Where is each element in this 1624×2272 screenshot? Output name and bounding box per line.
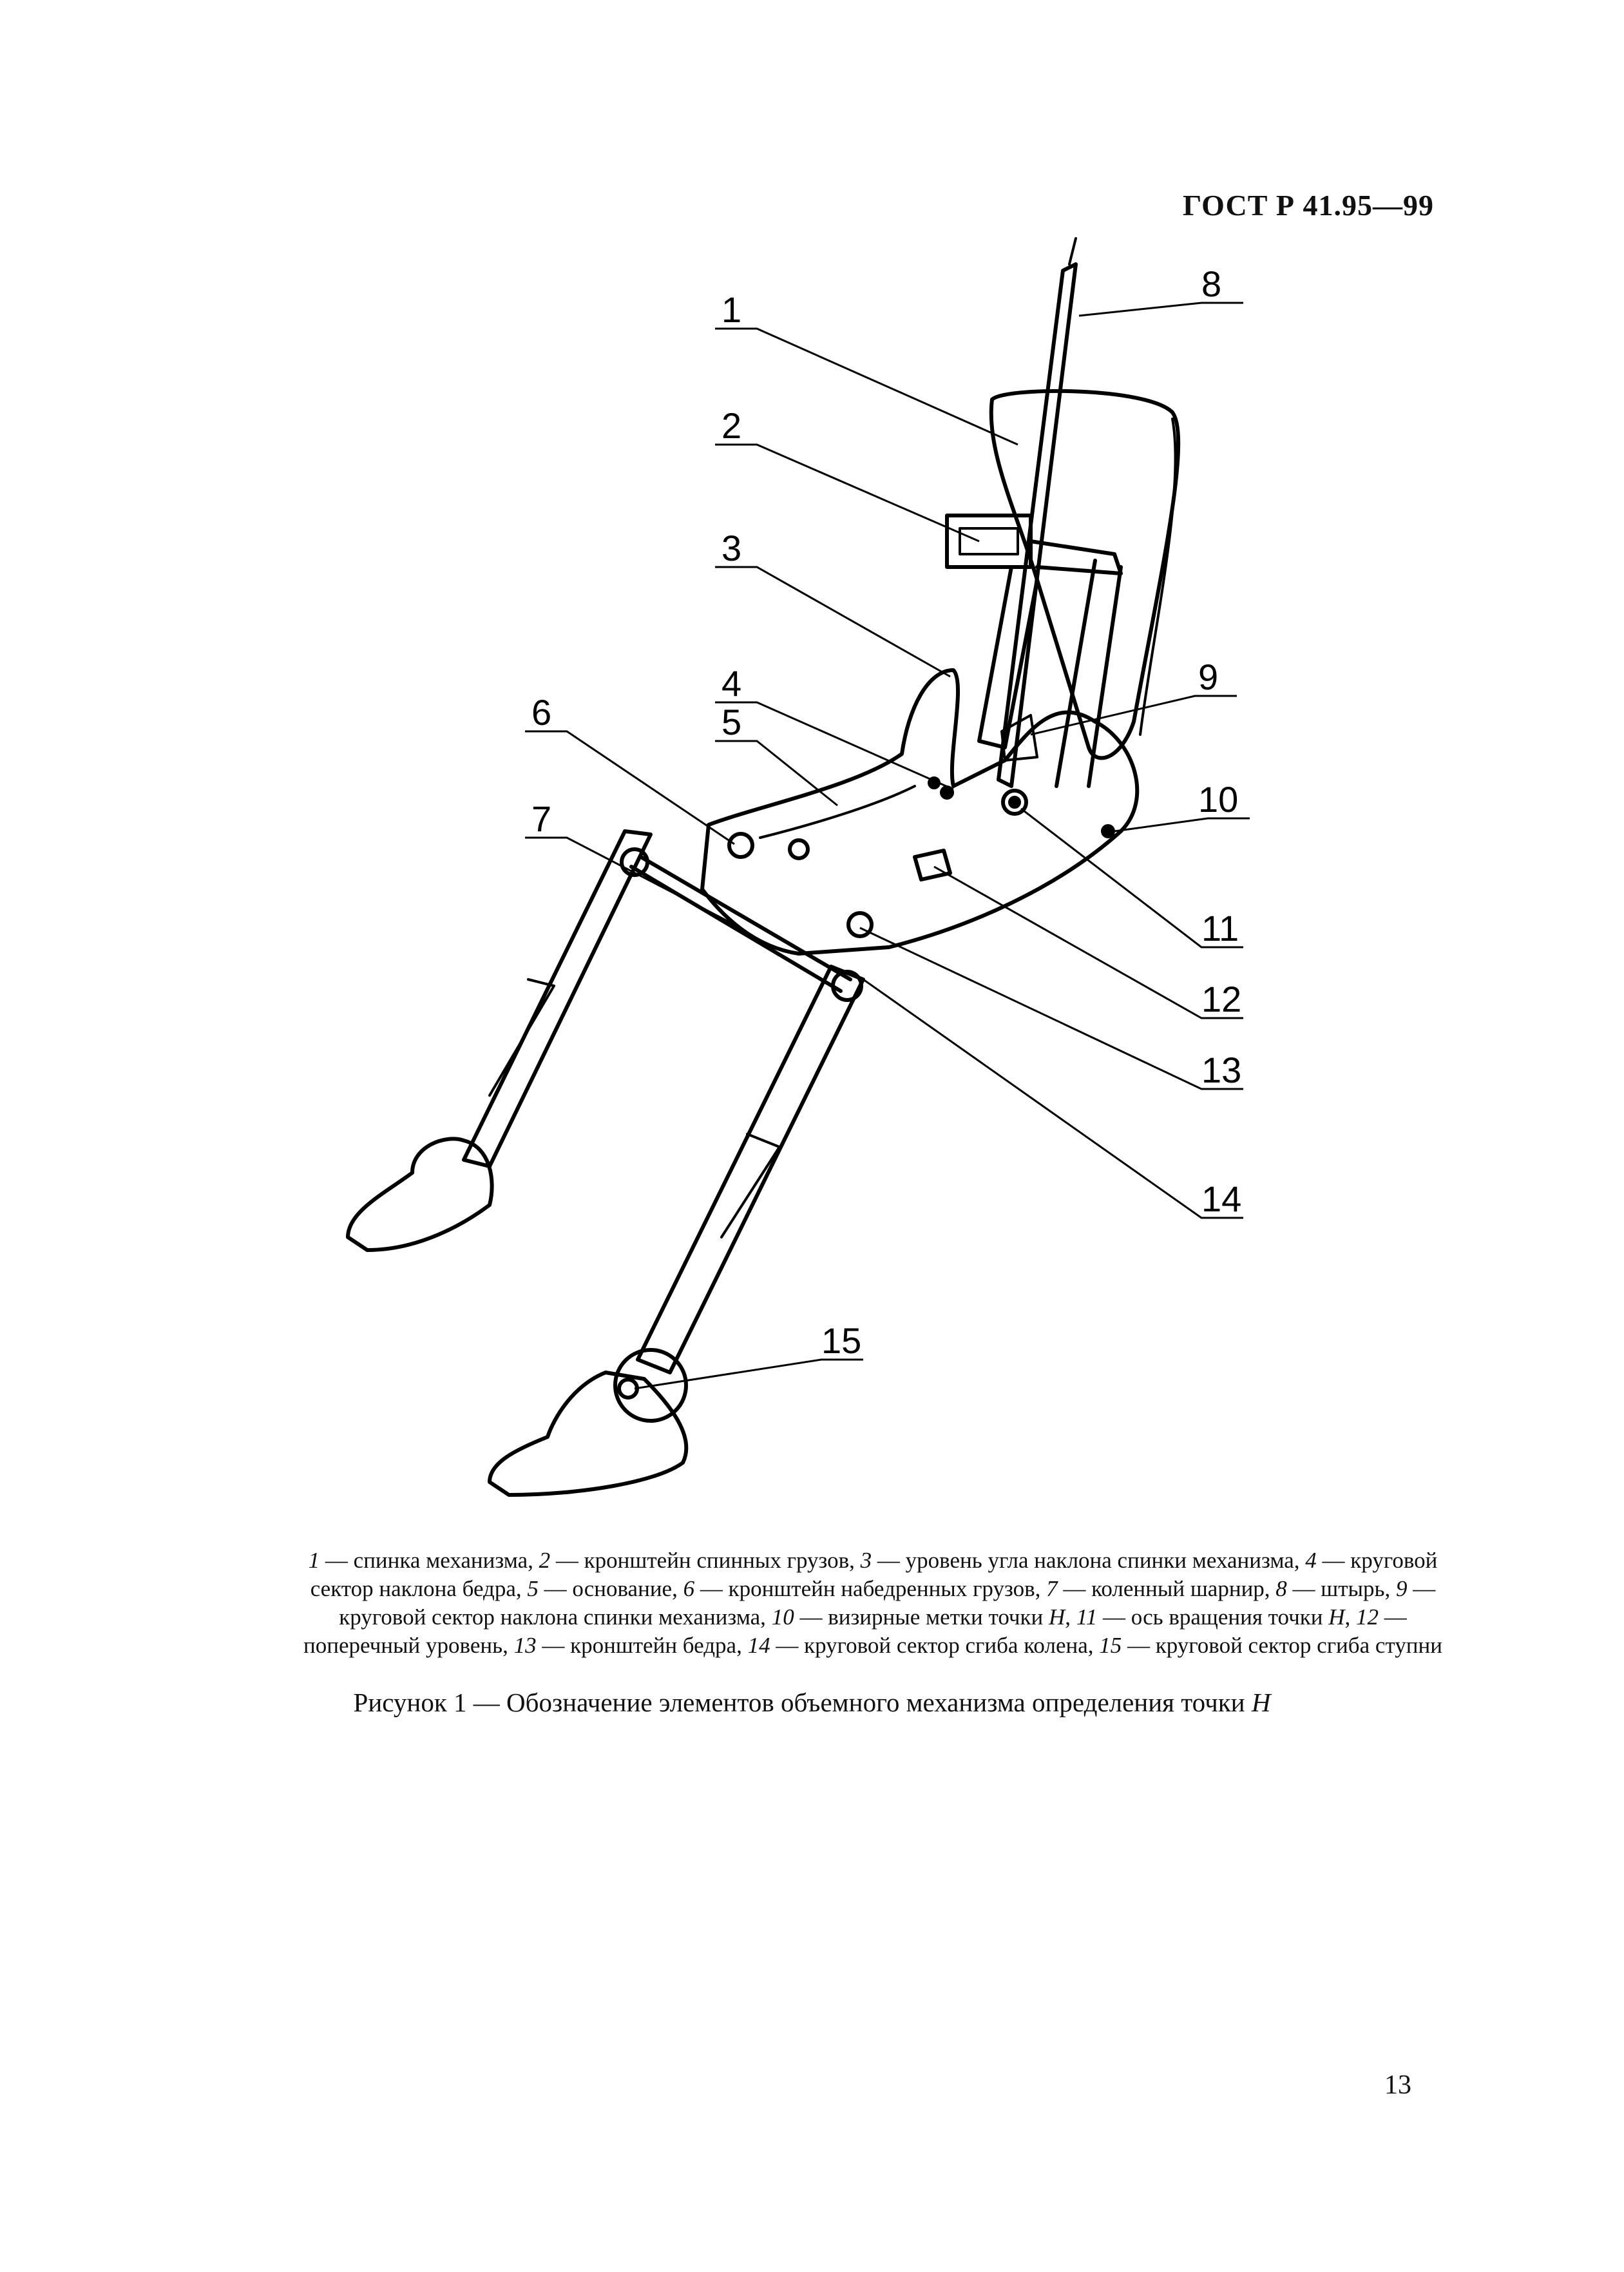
seat-pan [700, 668, 1140, 956]
foot-angle-sector [613, 1348, 688, 1423]
right-leg [636, 965, 865, 1374]
knee-bar [639, 855, 852, 981]
callout-2: 2 [721, 405, 741, 446]
callout-15: 15 [821, 1320, 861, 1361]
callout-14: 14 [1201, 1179, 1241, 1219]
callout-10: 10 [1198, 779, 1238, 820]
left-leg [462, 829, 653, 1168]
standard-code: ГОСТ Р 41.95—99 [1183, 189, 1434, 222]
page-number: 13 [1384, 2070, 1411, 2100]
callout-12: 12 [1201, 979, 1241, 1019]
thigh-weight-bracket [727, 832, 754, 859]
callout-6: 6 [531, 692, 551, 733]
right-foot [488, 1371, 689, 1497]
h-point-pivot [1001, 789, 1028, 816]
callout-7: 7 [531, 798, 551, 839]
caption-text: Рисунок 1 — Обозначение элементов объемн… [353, 1688, 1252, 1717]
legend-h-letter-11: H [1328, 1604, 1345, 1630]
left-foot [346, 1137, 494, 1252]
callout-4: 4 [721, 663, 741, 704]
callout-1: 1 [721, 289, 741, 330]
callout-3: 3 [721, 528, 741, 568]
figure-legend: 1 — спинка механизма, 2 — кронштейн спин… [303, 1548, 1442, 1658]
h-point-machine-figure: 1 2 3 4 5 6 7 8 9 10 11 12 13 14 15 [346, 237, 1250, 1497]
callout-5: 5 [721, 702, 741, 742]
back-pan [989, 389, 1181, 760]
back-weight-bracket [945, 514, 1033, 569]
lateral-level [913, 849, 952, 881]
figure-caption: Рисунок 1 — Обозначение элементов объемн… [0, 1687, 1624, 1718]
callout-8: 8 [1201, 264, 1221, 304]
probe-rod [997, 262, 1078, 788]
caption-h-letter: H [1251, 1688, 1271, 1717]
callout-9: 9 [1198, 657, 1218, 697]
callout-13: 13 [1201, 1050, 1241, 1090]
callout-11: 11 [1201, 908, 1239, 948]
